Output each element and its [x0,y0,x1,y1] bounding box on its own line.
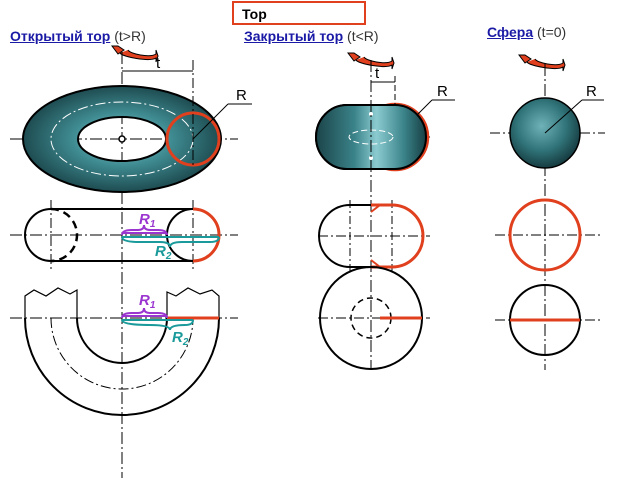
closed-torus-point-top [369,112,373,116]
r1-label-section: R1 [139,292,156,311]
r1-label-front: R1 [139,211,156,230]
open-torus-t-label: t [156,55,161,72]
heading-open-torus: Открытый тор (t>R) [10,28,146,44]
open-torus-section-view [10,287,238,416]
sphere-section-view [495,284,600,356]
closed-torus-condition: (t<R) [347,28,379,44]
title-box: Тор [232,1,366,25]
sphere-condition: (t=0) [537,24,567,40]
closed-torus-front-view [318,200,430,272]
open-torus-condition: (t>R) [114,28,146,44]
open-torus-link[interactable]: Открытый тор [10,28,111,44]
closed-torus-section-view [318,266,430,370]
rotation-arrow-icon [111,45,159,63]
r2-label-section: R2 [172,329,189,348]
rotation-arrow-icon [518,54,566,72]
sphere-front-view [495,198,600,272]
page-title: Тор [242,6,267,22]
sphere-view [490,64,605,370]
closed-torus-r-label: R [437,83,448,100]
open-torus-front-view [10,200,238,270]
sphere-r-label: R [586,83,597,100]
heading-closed-torus: Закрытый тор (t<R) [244,28,379,44]
closed-torus-t-label: t [375,65,380,82]
heading-sphere: Сфера (t=0) [487,24,566,40]
open-torus-r-label: R [236,87,247,104]
open-torus-view [10,52,252,478]
r2-label-front: R2 [155,243,172,262]
rotation-arrow-icon [347,52,395,70]
closed-torus-link[interactable]: Закрытый тор [244,28,344,44]
sphere-link[interactable]: Сфера [487,24,534,40]
closed-torus-point-bottom [369,156,373,160]
